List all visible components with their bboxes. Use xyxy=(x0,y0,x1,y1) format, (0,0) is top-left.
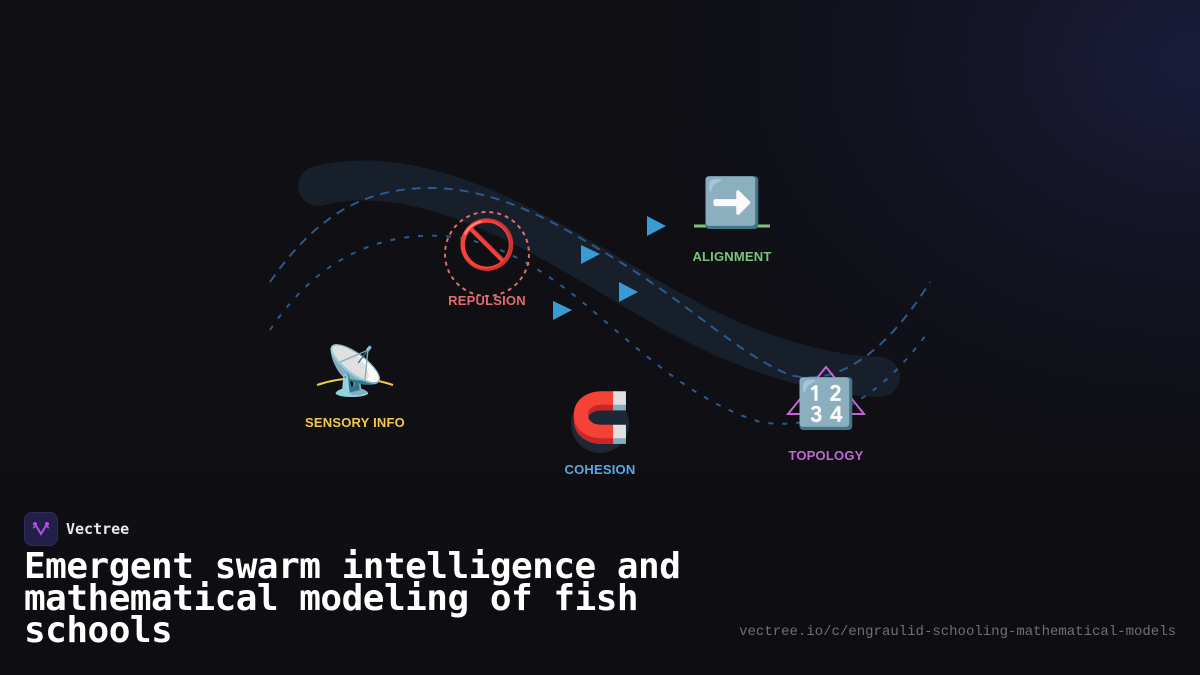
brand-name: Vectree xyxy=(66,520,130,538)
fish-marker xyxy=(581,245,600,264)
page-title: Emergent swarm intelligence and mathemat… xyxy=(24,546,681,651)
sensory-info-label: SENSORY INFO xyxy=(305,415,405,430)
fish-markers xyxy=(553,216,666,320)
alignment-label: ALIGNMENT xyxy=(692,249,772,264)
prohibited-icon: 🚫 xyxy=(442,205,532,285)
cohesion-glyph: 🧲 xyxy=(570,390,630,446)
cohesion-label: COHESION xyxy=(564,462,636,477)
fork-v-icon xyxy=(32,522,50,536)
satellite-dish-icon: 📡 xyxy=(310,331,400,411)
page-url[interactable]: vectree.io/c/engraulid-schooling-mathema… xyxy=(739,624,1176,640)
right-arrow-icon: ➡️ xyxy=(687,163,777,243)
topology-triangle xyxy=(785,365,867,415)
repulsion-radius-ring xyxy=(444,211,530,297)
sensory-glyph: 📡 xyxy=(325,343,385,399)
alignment-glyph: ➡️ xyxy=(702,175,762,231)
node-cohesion: 🧲 COHESION xyxy=(555,378,645,477)
repulsion-glyph: 🚫 xyxy=(457,217,517,273)
node-topology: 🔢 TOPOLOGY xyxy=(781,364,871,463)
fish-marker xyxy=(619,282,638,302)
fish-marker xyxy=(647,216,666,236)
trajectory-outer xyxy=(269,186,931,379)
brand: Vectree xyxy=(24,512,129,546)
school-path-band xyxy=(298,160,900,397)
magnet-icon: 🧲 xyxy=(555,378,645,458)
fish-marker xyxy=(553,301,572,320)
topology-label: TOPOLOGY xyxy=(788,448,864,463)
numbers-1234-icon: 🔢 xyxy=(781,364,871,444)
brand-logo xyxy=(24,512,58,546)
node-sensory-info: 📡 SENSORY INFO xyxy=(305,331,405,430)
repulsion-label: REPULSION xyxy=(448,293,526,308)
node-alignment: ➡️ ALIGNMENT xyxy=(687,163,777,264)
topology-glyph: 🔢 xyxy=(796,376,856,432)
magnet-backdrop xyxy=(571,395,629,453)
sensory-field-arc xyxy=(316,377,394,386)
node-repulsion: 🚫 REPULSION xyxy=(442,205,532,308)
